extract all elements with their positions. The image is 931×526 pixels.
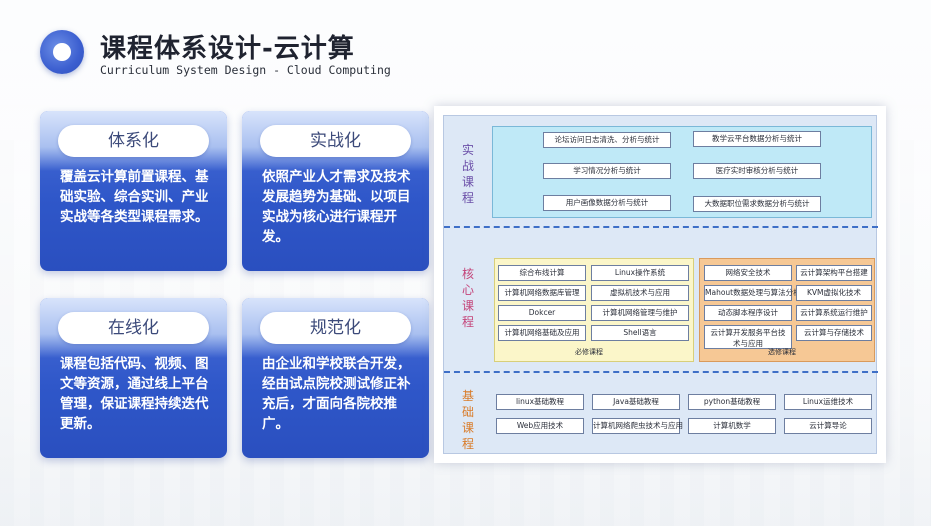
course-box: 用户画像数据分析与统计: [543, 195, 671, 211]
logo-circle-icon: [40, 30, 84, 74]
core-required-area: 综合布线计算 Linux操作系统 计算机网络数据库管理 虚拟机技术与应用 Dok…: [494, 258, 694, 362]
band-divider: [444, 371, 878, 373]
course-box: Linux操作系统: [591, 265, 689, 281]
course-box: 云计算架构平台搭建: [796, 265, 872, 281]
card-online: 在线化 课程包括代码、视频、图文等资源，通过线上平台管理，保证课程持续迭代更新。: [40, 298, 227, 458]
card-label: 在线化: [58, 312, 209, 344]
page-subtitle: Curriculum System Design - Cloud Computi…: [100, 63, 391, 77]
curriculum-diagram: 实战课程 论坛访问日志清洗、分析与统计 教学云平台数据分析与统计 学习情况分析与…: [434, 106, 886, 463]
card-systematic: 体系化 覆盖云计算前置课程、基础实验、综合实训、产业实战等各类型课程需求。: [40, 111, 227, 271]
course-box: 论坛访问日志清洗、分析与统计: [543, 132, 671, 148]
card-label: 实战化: [260, 125, 411, 157]
band-label-core: 核心课程: [461, 267, 474, 329]
card-text: 由企业和学校联合开发，经由试点院校测试修正补充后，才面向各院校推广。: [262, 356, 411, 432]
course-box: KVM虚拟化技术: [796, 285, 872, 301]
course-box: 医疗实时审核分析与统计: [693, 163, 821, 179]
band-label-basic: 基础课程: [461, 389, 474, 451]
band-divider: [444, 226, 878, 228]
page-title: 课程体系设计-云计算: [100, 34, 355, 64]
course-box: Mahout数据处理与算法分析: [704, 285, 801, 301]
course-box: 云计算开发服务平台技术与应用: [704, 325, 792, 349]
course-box: Dokcer: [498, 305, 586, 321]
course-box: 综合布线计算: [498, 265, 586, 281]
card-practical: 实战化 依照产业人才需求及技术发展趋势为基础、以项目实战为核心进行课程开发。: [242, 111, 429, 271]
course-box: 云计算系统运行维护: [796, 305, 872, 321]
course-box: 教学云平台数据分析与统计: [693, 131, 821, 147]
course-box: 网络安全技术: [704, 265, 792, 281]
course-box: 大数据职位需求数据分析与统计: [693, 196, 821, 212]
card-label: 规范化: [260, 312, 411, 344]
course-box: 虚拟机技术与应用: [591, 285, 689, 301]
elective-caption: 选修课程: [768, 348, 796, 356]
course-box: Web应用技术: [496, 418, 584, 434]
course-box: 动态脚本程序设计: [704, 305, 792, 321]
band-label-practical: 实战课程: [461, 143, 474, 205]
course-box: Shell语言: [591, 325, 689, 341]
card-text: 课程包括代码、视频、图文等资源，通过线上平台管理，保证课程持续迭代更新。: [60, 356, 209, 432]
course-box: linux基础教程: [496, 394, 584, 410]
course-box: 计算机网络数据库管理: [498, 285, 586, 301]
card-text: 依照产业人才需求及技术发展趋势为基础、以项目实战为核心进行课程开发。: [262, 169, 411, 245]
card-label: 体系化: [58, 125, 209, 157]
course-box: python基础教程: [688, 394, 776, 410]
core-elective-area: 网络安全技术 云计算架构平台搭建 Mahout数据处理与算法分析 KVM虚拟化技…: [699, 258, 875, 362]
course-box: Linux运维技术: [784, 394, 872, 410]
course-box: 云计算导论: [784, 418, 872, 434]
course-box: 计算机网络爬虫技术与应用: [592, 418, 683, 434]
course-box: Java基础教程: [592, 394, 680, 410]
required-caption: 必修课程: [575, 348, 603, 356]
practical-area: 论坛访问日志清洗、分析与统计 教学云平台数据分析与统计 学习情况分析与统计 医疗…: [492, 126, 872, 218]
course-box: 计算机网络管理与维护: [591, 305, 689, 321]
diagram-canvas: 实战课程 论坛访问日志清洗、分析与统计 教学云平台数据分析与统计 学习情况分析与…: [443, 115, 878, 454]
course-box: 云计算与存储技术: [796, 325, 872, 341]
course-box: 计算机数学: [688, 418, 776, 434]
course-box: 计算机网络基础及应用: [498, 325, 586, 341]
card-standardized: 规范化 由企业和学校联合开发，经由试点院校测试修正补充后，才面向各院校推广。: [242, 298, 429, 458]
course-box: 学习情况分析与统计: [543, 163, 671, 179]
card-text: 覆盖云计算前置课程、基础实验、综合实训、产业实战等各类型课程需求。: [60, 169, 209, 225]
